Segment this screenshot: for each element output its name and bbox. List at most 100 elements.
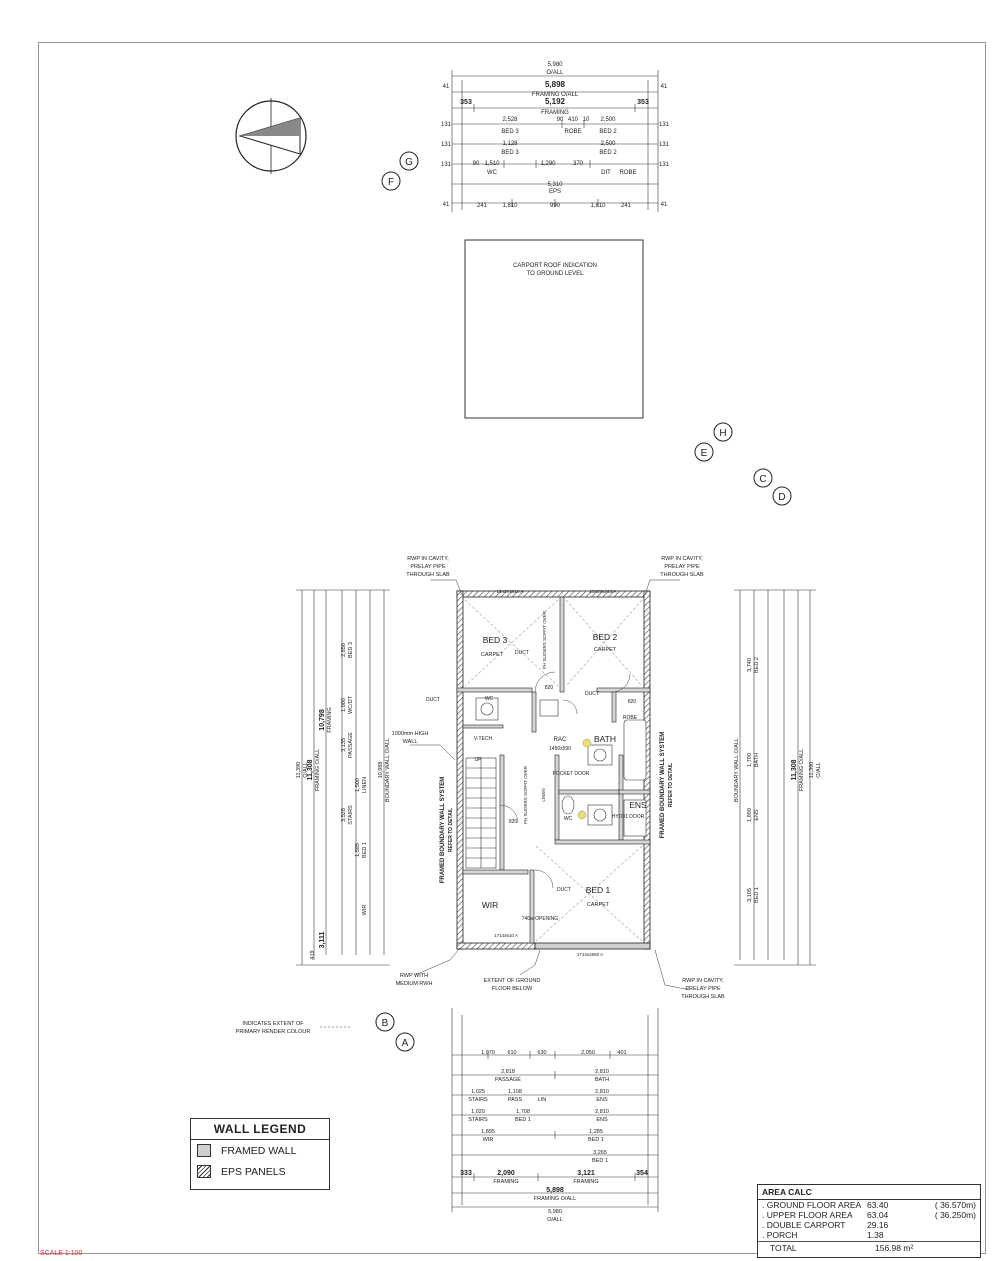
- dim-label: PASSAGE: [348, 732, 354, 758]
- dim-label: 2,528: [502, 117, 518, 123]
- dim-label: PASSAGE: [495, 1077, 521, 1083]
- high-wall-note: WALL: [403, 739, 418, 745]
- dim-label: LIN: [538, 1097, 547, 1103]
- dim-label: STAIRS: [348, 805, 354, 825]
- grid-marker-b-a: B A: [375, 1012, 415, 1052]
- opening-label: 740w OPENING: [522, 916, 559, 922]
- dim-label: FRAMING O/ALL: [532, 92, 579, 98]
- dim-label: BOUNDARY WALL O/ALL: [385, 738, 391, 802]
- rwp-note: RWP IN CAVITY,: [682, 978, 724, 984]
- linen-label: LINEN: [541, 788, 546, 801]
- area-row: . DOUBLE CARPORT 29.16: [758, 1220, 980, 1230]
- dim-label: 353: [637, 99, 649, 106]
- dim-label: 5,192: [545, 97, 566, 106]
- stair-up-label: UP: [475, 757, 483, 763]
- room-label-bed-3: BED 3: [483, 635, 508, 645]
- floor-finish-label: CARPET: [587, 902, 610, 908]
- area-value: 1.38: [867, 1230, 884, 1240]
- dim-label: 1,810: [502, 203, 518, 209]
- boundary-wall-note: REFER TO DETAIL: [448, 808, 454, 852]
- dim-label: 1,020: [471, 1109, 485, 1115]
- dim-label: 3,265: [593, 1150, 607, 1156]
- area-calc-title: AREA CALC: [758, 1185, 980, 1200]
- right-dimension-strings: [734, 589, 816, 966]
- area-total-row: TOTAL 156.98 m²: [758, 1241, 980, 1254]
- dim-label: FRAMING: [327, 707, 333, 732]
- area-value: 63.04: [867, 1210, 889, 1220]
- door-width-label: 820: [509, 819, 518, 825]
- dim-label: 5,898: [545, 80, 566, 89]
- grid-marker-label: B: [382, 1018, 389, 1029]
- dim-label: ENS: [596, 1097, 608, 1103]
- room-label-bed-1: BED 1: [586, 885, 611, 895]
- dim-label: BOUNDARY WALL O/ALL: [734, 738, 740, 802]
- dim-label: BED 2: [599, 150, 617, 156]
- rwp-note: PRELAY PIPE: [410, 564, 446, 570]
- dim-label: 3,105: [747, 888, 753, 902]
- framed-wall-swatch: [197, 1144, 211, 1157]
- dim-label: WC/DT: [348, 695, 354, 714]
- dim-side-label: 131: [659, 122, 670, 128]
- dim-side-label: 41: [443, 84, 450, 90]
- dim-label: ROBE: [619, 170, 636, 176]
- dim-label: 1,810: [590, 203, 606, 209]
- dim-label: PASS: [508, 1097, 523, 1103]
- dim-label: 3,528: [341, 808, 347, 822]
- dim-label: BED 1: [754, 887, 760, 903]
- dim-label: 2,500: [600, 141, 616, 147]
- dim-label: EPS: [549, 189, 561, 195]
- dim-side-label: 41: [443, 202, 450, 208]
- dim-label: 2,810: [595, 1109, 609, 1115]
- area-row: . GROUND FLOOR AREA 63.40 ( 36.570m): [758, 1200, 980, 1210]
- area-paren: [919, 1220, 976, 1230]
- dim-label: 401: [617, 1050, 626, 1056]
- grid-marker-label: C: [759, 474, 766, 485]
- dim-label: 1,070: [481, 1050, 495, 1056]
- room-label-wir: WIR: [482, 900, 499, 910]
- legend-item-framed: FRAMED WALL: [191, 1140, 329, 1161]
- dim-label: BATH: [595, 1077, 609, 1083]
- extent-note: EXTENT OF GROUND: [484, 978, 541, 984]
- area-calc-table: AREA CALC . GROUND FLOOR AREA 63.40 ( 36…: [757, 1184, 981, 1258]
- rwp-note: THROUGH SLAB: [660, 572, 704, 578]
- dim-label: 333: [460, 1170, 472, 1177]
- dim-label: BED 1: [515, 1117, 531, 1123]
- dim-label: BED 2: [599, 129, 617, 135]
- leader-notes: RWP IN CAVITY, PRELAY PIPE THROUGH SLAB …: [236, 556, 725, 1035]
- dim-label: FRAMING O/ALL: [799, 749, 805, 791]
- dim-label: 241: [477, 203, 488, 209]
- dim-side-label: 41: [661, 84, 668, 90]
- dim-label: LINEN: [362, 777, 368, 793]
- render-note: INDICATES EXTENT OF: [242, 1021, 304, 1027]
- eps-panel-swatch: [197, 1165, 211, 1178]
- bottom-dimension-labels: 1,070 610 630 2,050 401 2,818 PASSAGE 2,…: [460, 1050, 648, 1223]
- dim-label: BED 3: [501, 150, 519, 156]
- carport-label: TO GROUND LEVEL: [527, 271, 585, 277]
- grid-marker-e-h: E H: [694, 422, 733, 462]
- duct-label: DUCT: [426, 697, 440, 703]
- dim-side-label: 131: [441, 142, 452, 148]
- dim-label: BED 2: [754, 657, 760, 673]
- legend-label: FRAMED WALL: [221, 1144, 297, 1157]
- area-row: . UPPER FLOOR AREA 63.04 ( 36.250m): [758, 1210, 980, 1220]
- right-dimension-labels: 11,390 O/ALL 11,308 FRAMING O/ALL BOUNDA…: [734, 657, 822, 903]
- grid-marker-c-d: C D: [753, 468, 792, 506]
- dim-label: 1,000: [341, 698, 347, 712]
- dim-label: 1,790: [747, 753, 753, 767]
- grid-marker-label: F: [388, 177, 394, 188]
- floor-finish-label: CARPET: [481, 652, 504, 658]
- dim-label: 1,595: [355, 843, 361, 857]
- dim-label: O/ALL: [546, 70, 564, 76]
- carport-roof-indication: CARPORT ROOF INDICATION TO GROUND LEVEL: [464, 239, 644, 419]
- dim-label: 1,500: [355, 778, 361, 792]
- dim-label: 1,708: [516, 1109, 530, 1115]
- grid-marker-label: D: [778, 492, 785, 503]
- dim-label: 2,850: [341, 643, 347, 657]
- left-dimension-labels: 11,390 O/ALL 11,308 FRAMING O/ALL 10,798…: [296, 642, 391, 960]
- dim-label: BED 3: [501, 129, 519, 135]
- area-label: . GROUND FLOOR AREA: [762, 1200, 862, 1210]
- legend-label: EPS PANELS: [221, 1165, 286, 1178]
- wall-legend: WALL LEGEND FRAMED WALL EPS PANELS: [190, 1118, 330, 1190]
- vtech-label: V-TECH: [474, 736, 493, 742]
- slider-label: PH SLIDERS SOFFIT OVER: [523, 765, 528, 824]
